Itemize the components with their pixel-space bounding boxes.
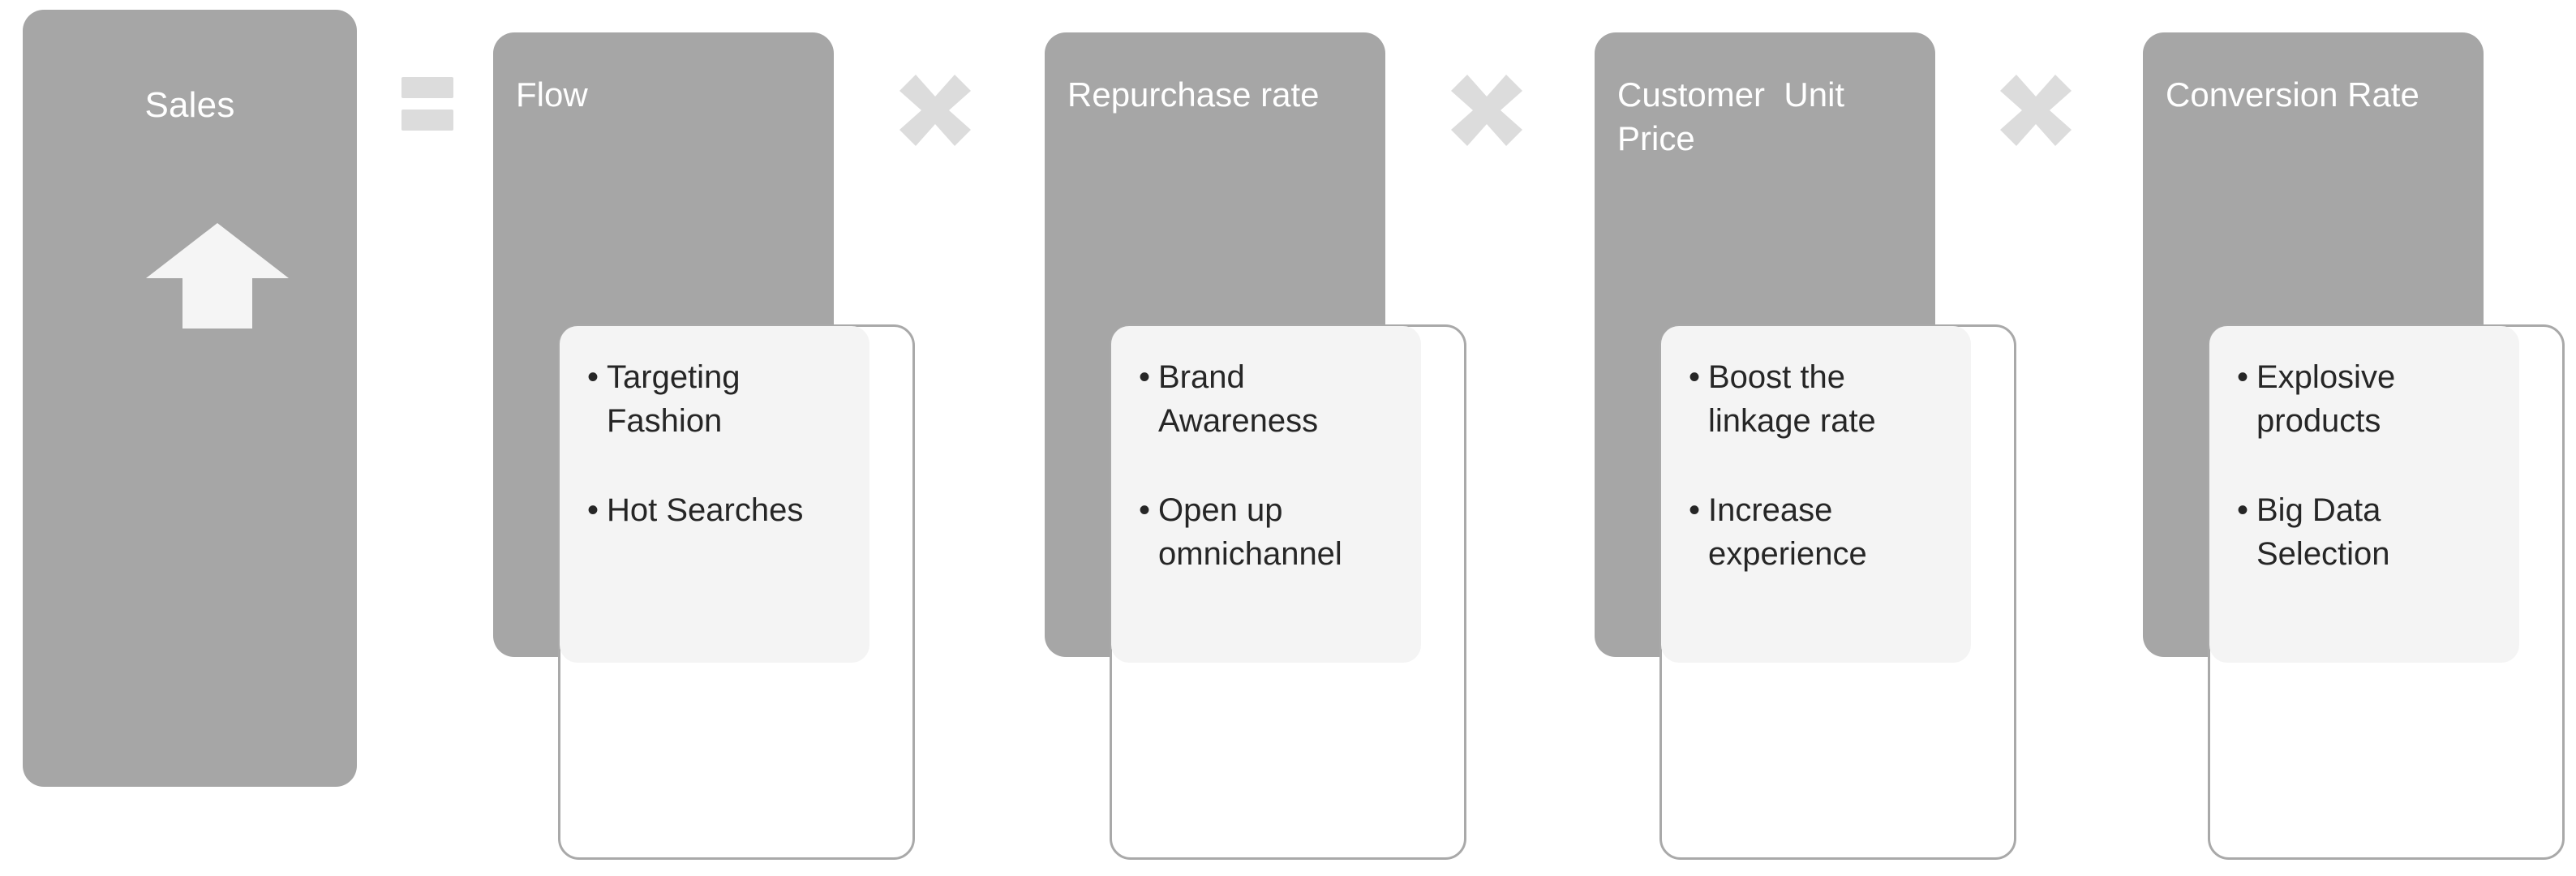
bullet-text: Hot Searches xyxy=(607,492,804,528)
list-item: • Targeting Fashion xyxy=(587,355,853,443)
bullet-text: Increase experience xyxy=(1708,492,1867,572)
metric-title-flow: Flow xyxy=(516,75,588,114)
sales-label: Sales xyxy=(144,85,235,125)
times-icon xyxy=(2000,75,2072,146)
detail-panel-repurchase-rate: • Brand Awareness • Open up omnichannel xyxy=(1111,326,1421,663)
bullet-dot-icon: • xyxy=(1689,359,1701,395)
detail-panel-flow: • Targeting Fashion • Hot Searches xyxy=(560,326,869,663)
bullet-dot-icon: • xyxy=(2237,359,2249,395)
equals-bar-top xyxy=(401,77,453,98)
list-item: • Hot Searches xyxy=(587,488,853,532)
operator-times-2 xyxy=(1448,71,1526,149)
bullet-text: Big Data Selection xyxy=(2256,492,2390,572)
metric-title-customer-unit-price: Customer Unit Price xyxy=(1617,75,1854,157)
metric-title-repurchase-rate: Repurchase rate xyxy=(1067,75,1320,114)
list-item: • Big Data Selection xyxy=(2237,488,2503,576)
bullet-dot-icon: • xyxy=(1689,492,1701,528)
operator-equals xyxy=(401,77,453,131)
list-item: • Boost the linkage rate xyxy=(1689,355,1955,443)
up-arrow-icon xyxy=(146,223,289,328)
detail-panel-conversion-rate: • Explosive products • Big Data Selectio… xyxy=(2209,326,2519,663)
list-item: • Increase experience xyxy=(1689,488,1955,576)
equals-bar-bottom xyxy=(401,110,453,131)
bullet-dot-icon: • xyxy=(1139,492,1151,528)
bullet-text: Targeting Fashion xyxy=(607,359,741,439)
times-icon xyxy=(1451,75,1522,146)
bullet-text: Explosive products xyxy=(2256,359,2396,439)
bullet-text: Boost the linkage rate xyxy=(1708,359,1876,439)
bullet-dot-icon: • xyxy=(2237,492,2249,528)
operator-times-3 xyxy=(1997,71,2075,149)
sales-card[interactable]: Sales xyxy=(23,10,357,787)
bullet-text: Brand Awareness xyxy=(1158,359,1319,439)
bullet-dot-icon: • xyxy=(1139,359,1151,395)
bullet-dot-icon: • xyxy=(587,359,599,395)
list-item: • Open up omnichannel xyxy=(1139,488,1405,576)
times-icon xyxy=(899,75,971,146)
operator-times-1 xyxy=(896,71,974,149)
list-item: • Brand Awareness xyxy=(1139,355,1405,443)
list-item: • Explosive products xyxy=(2237,355,2503,443)
metric-title-conversion-rate: Conversion Rate xyxy=(2166,75,2419,114)
bullet-dot-icon: • xyxy=(587,492,599,528)
detail-panel-customer-unit-price: • Boost the linkage rate • Increase expe… xyxy=(1661,326,1971,663)
bullet-text: Open up omnichannel xyxy=(1158,492,1342,572)
